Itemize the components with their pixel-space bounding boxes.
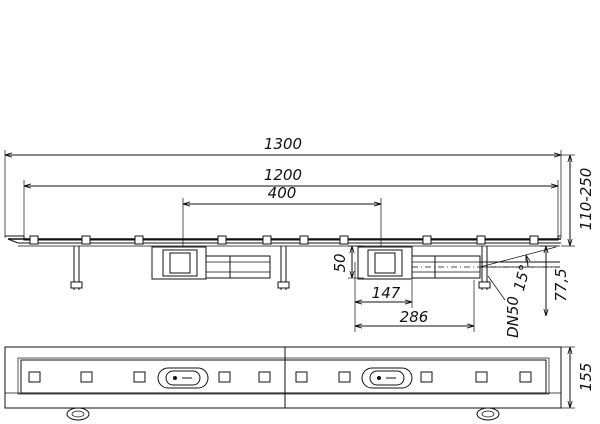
dimension-total-length: 1300 <box>4 135 562 238</box>
dimension-drain-spacing: 400 <box>182 184 382 246</box>
dimension-label-1300: 1300 <box>264 135 302 153</box>
grate-slots <box>28 371 532 383</box>
dimension-offset-small: 147 <box>354 262 413 308</box>
drain-cover-right <box>361 367 413 389</box>
channel-side-view <box>5 235 561 290</box>
dimension-channel-length: 1200 <box>23 166 559 238</box>
plan-feet <box>66 407 500 421</box>
dimension-label-50: 50 <box>331 253 349 272</box>
dimension-label-147: 147 <box>372 284 401 302</box>
dimension-height-range: 110-250 <box>561 154 595 247</box>
drain-body-left <box>151 246 271 280</box>
dimension-drain-height: 50 <box>331 245 364 279</box>
dimension-label-400: 400 <box>268 184 297 202</box>
dimension-width: 155 <box>561 346 595 409</box>
dimension-label-77-5: 77,5 <box>552 268 570 301</box>
dimension-label-1200: 1200 <box>264 166 302 184</box>
pipe-size-label: DN50 <box>487 275 522 338</box>
dimension-pipe-height: 77,5 <box>540 245 570 316</box>
dimension-label-dn50: DN50 <box>504 296 522 338</box>
dimension-angle: 15° <box>479 246 560 293</box>
drain-body-right <box>357 246 560 280</box>
dimension-label-286: 286 <box>400 308 429 326</box>
support-brackets <box>29 235 539 245</box>
dimension-offset-large: 286 <box>354 280 475 332</box>
drain-cover-left <box>157 367 209 389</box>
dimension-label-155: 155 <box>577 363 595 392</box>
channel-top-view <box>4 346 562 421</box>
dimension-label-110-250: 110-250 <box>577 168 595 231</box>
adjustable-feet <box>70 246 491 290</box>
